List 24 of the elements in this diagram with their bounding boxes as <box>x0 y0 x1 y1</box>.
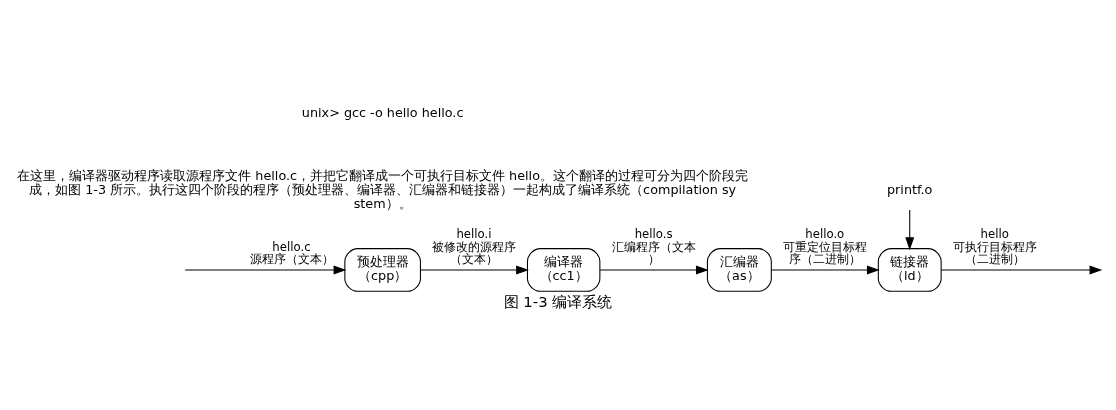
edge-label: hello.i <box>456 226 492 241</box>
arrow <box>420 265 529 275</box>
edge-label: hello.c <box>272 239 311 254</box>
label: 被修改的源程序（文本） <box>431 239 516 267</box>
label: 可执行目标程序（二进制） <box>952 239 1037 267</box>
label: 源程序（文本） <box>250 252 334 267</box>
arrow <box>770 265 880 275</box>
edge-label: hello.s <box>634 226 673 241</box>
node-box: 汇编器 （as） <box>706 248 772 292</box>
node-box: 预处理器 （cpp） <box>344 248 421 292</box>
arrow <box>184 265 347 275</box>
label: 汇编程序（文本） <box>611 239 696 267</box>
label: 在这里，编译器驱动程序读取源程序文件 hello.c，并把它翻译成一个可执行目标文件 hello。这个翻译的过程可分为四个阶段完成，如图 1-3 所示。执行这四个阶段的程序（预处理器、编译器、汇编器和链接器）一起构成了编译系统（compilation system）。 <box>17 168 748 211</box>
edge-label: hello.o <box>805 226 845 241</box>
arrow <box>940 265 1103 275</box>
arrow <box>599 265 709 275</box>
node-box: 编译器 （cc1） <box>526 248 601 292</box>
node-text: printf.o <box>887 181 933 197</box>
edge-label: hello <box>980 226 1009 241</box>
arrow <box>905 209 915 251</box>
node-box: 链接器 （ld） <box>877 248 942 292</box>
label: unix> gcc -o hello hello.c <box>301 104 464 120</box>
label: 可重定位目标程序（二进制） <box>782 239 867 267</box>
caption: 图 1-3 编译系统 <box>503 293 613 312</box>
